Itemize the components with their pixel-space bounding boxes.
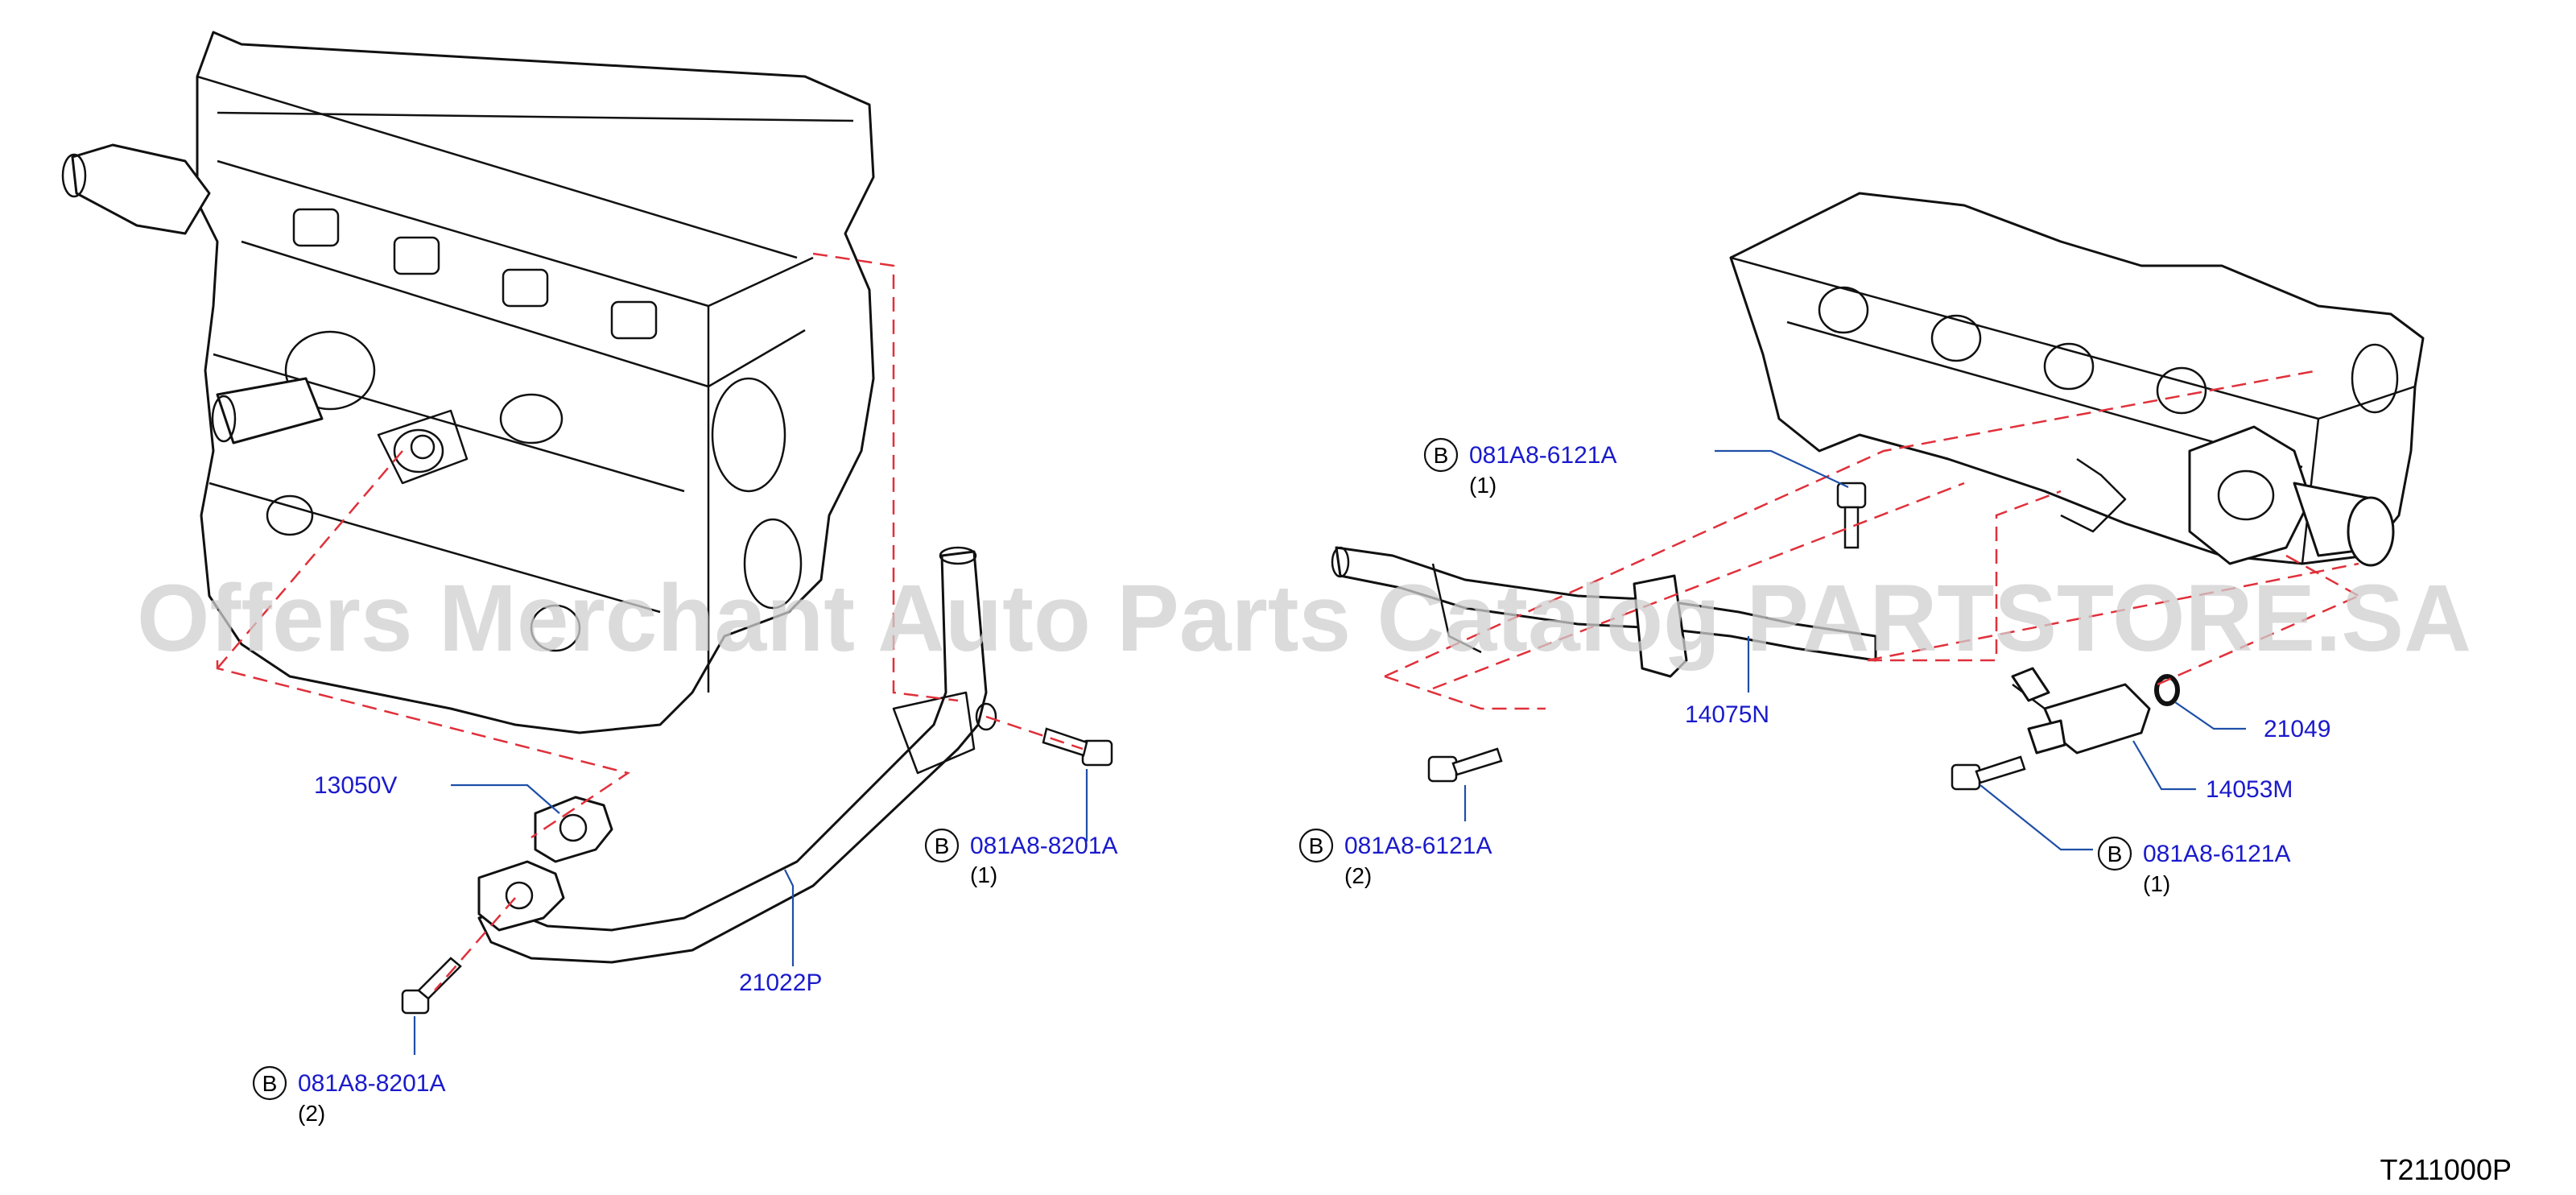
part-number: 081A8-6121A (1469, 442, 1617, 469)
quantity: (1) (1469, 473, 1496, 498)
label-14053M[interactable]: 14053M (2206, 776, 2293, 803)
callout-081A8-6121A-left[interactable]: B 081A8-6121A (2) (1298, 828, 1492, 888)
part-number: 081A8-6121A (2143, 841, 2291, 867)
b-badge-icon (1423, 437, 1459, 473)
sensor-14053M (2011, 667, 2151, 755)
callout-081A8-8201A-2[interactable]: B 081A8-8201A (2) (252, 1065, 446, 1126)
bolt-right-left (1427, 747, 1503, 783)
leader-lines (413, 449, 2246, 1055)
b-badge-icon (252, 1065, 287, 1101)
label-13050V[interactable]: 13050V (314, 772, 397, 799)
b-badge-text: B (262, 1071, 278, 1096)
bolt-left-lower (401, 957, 462, 1015)
label-21022P[interactable]: 21022P (739, 970, 822, 996)
quantity: (1) (970, 862, 997, 887)
part-number: 081A8-8201A (298, 1070, 446, 1097)
right-hidden-lines (1384, 369, 2359, 710)
bolt-right-top (1836, 482, 1867, 549)
quantity: (2) (1344, 863, 1372, 888)
label-14075N[interactable]: 14075N (1685, 701, 1769, 728)
bolt-right-lower (1951, 755, 2026, 791)
left-engine-block (61, 31, 875, 734)
callout-081A8-6121A-right[interactable]: B 081A8-6121A (1) (2097, 836, 2291, 896)
right-cylinder-head (1729, 192, 2425, 567)
callout-081A8-6121A-top[interactable]: B 081A8-6121A (1) (1423, 437, 1617, 498)
b-badge-text: B (1434, 443, 1449, 468)
figure-code: T211000P (2380, 1153, 2512, 1186)
b-badge-text: B (2107, 841, 2123, 866)
part-number: 081A8-6121A (1344, 833, 1492, 859)
o-ring-21049 (2154, 674, 2180, 706)
b-badge-text: B (1309, 833, 1324, 858)
b-badge-icon (1298, 828, 1334, 863)
left-hidden-lines (216, 252, 1084, 991)
label-21049[interactable]: 21049 (2264, 716, 2330, 742)
quantity: (1) (2143, 871, 2170, 896)
b-badge-text: B (935, 833, 950, 858)
gasket-13050V (477, 796, 613, 932)
b-badge-icon (924, 828, 960, 863)
callout-081A8-8201A-1[interactable]: B 081A8-8201A (1) (924, 828, 1118, 887)
quantity: (2) (298, 1101, 325, 1126)
part-number: 081A8-8201A (970, 833, 1118, 859)
b-badge-icon (2097, 836, 2132, 871)
bolt-left-upper (1042, 727, 1113, 767)
watermark: Offers Merchant Auto Parts Catalog PARTS… (137, 565, 2471, 672)
